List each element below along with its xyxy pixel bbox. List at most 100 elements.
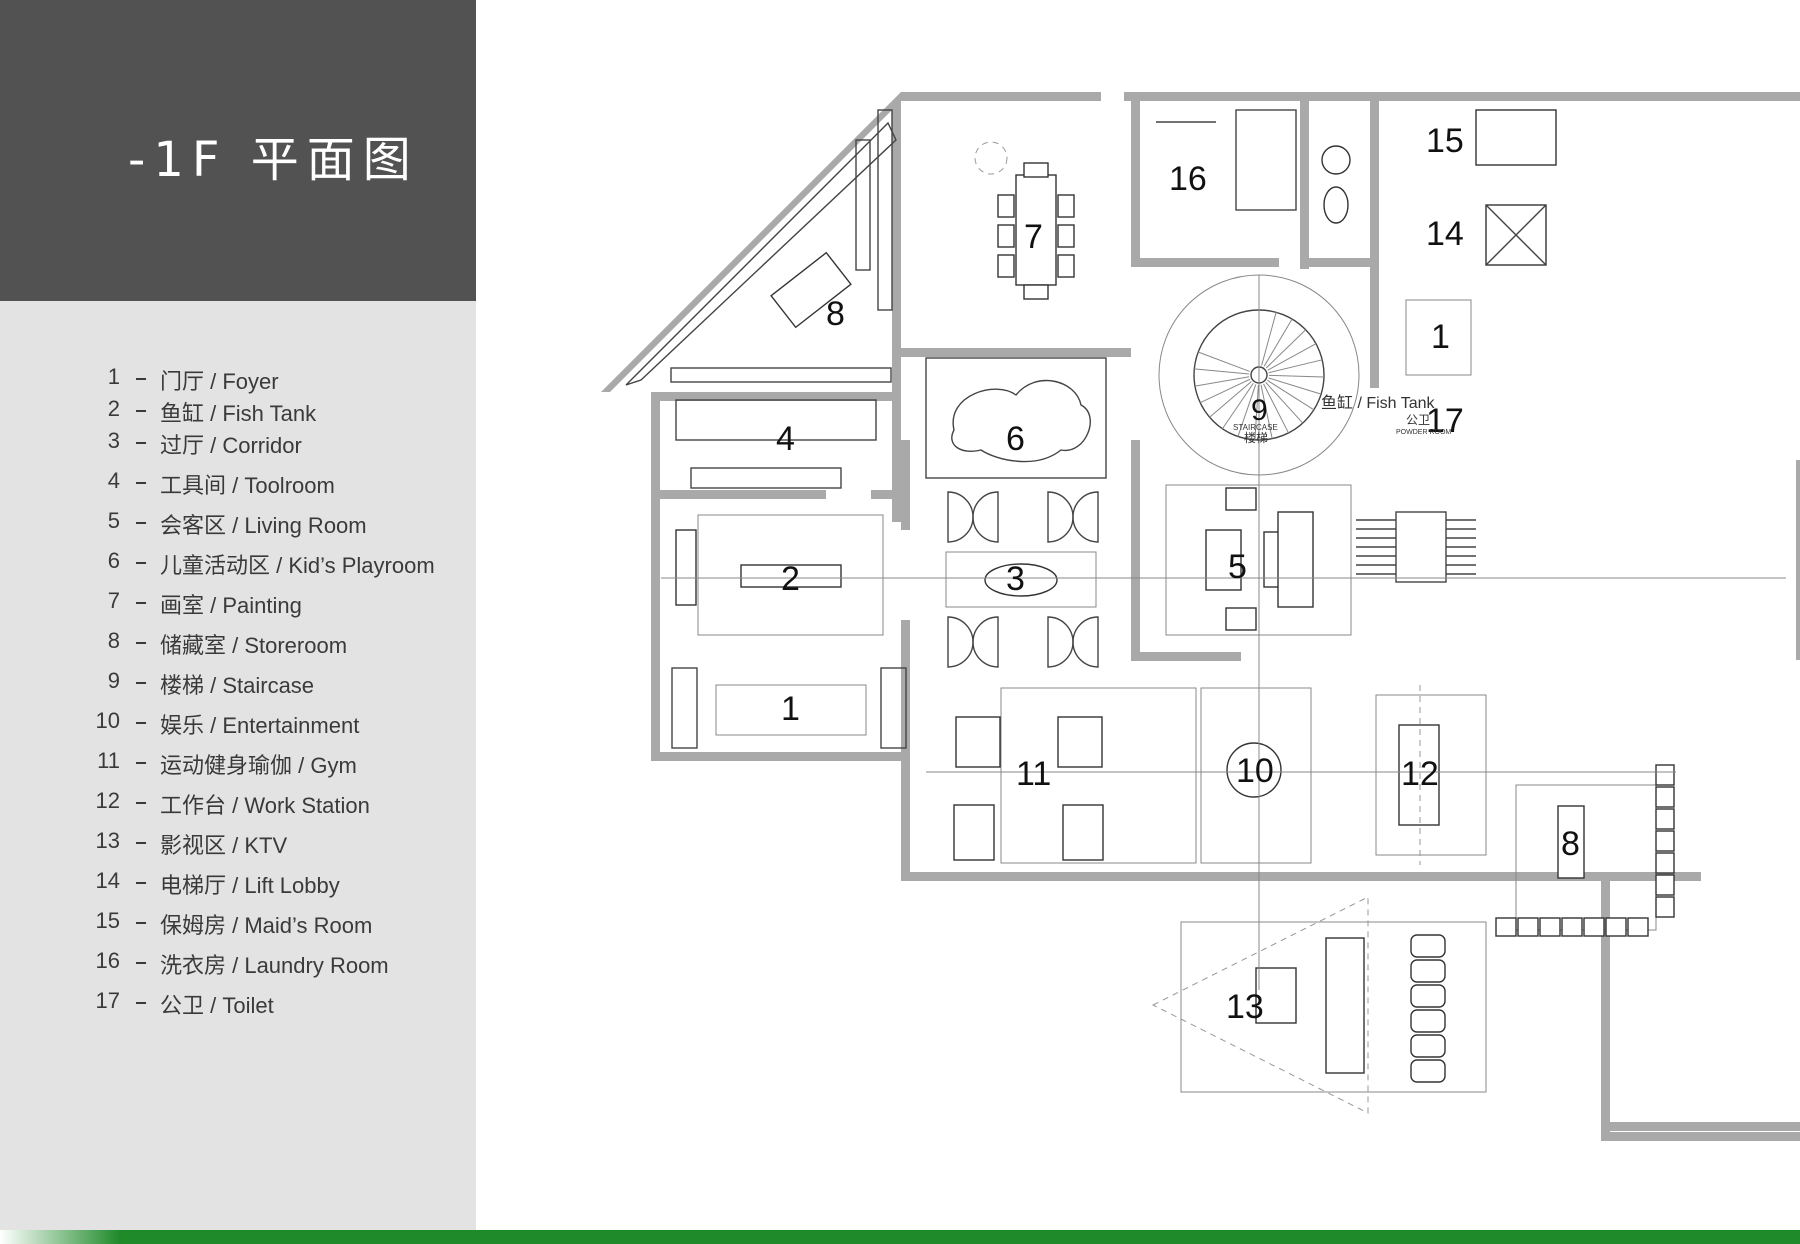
shelf-vertical-1: [855, 139, 871, 271]
ktv-seat: [1410, 959, 1446, 983]
legend-number: 11: [97, 748, 120, 773]
shelf-cell: [1627, 917, 1649, 937]
legend-text: 储藏室 / Storeroom: [160, 633, 348, 658]
gym-bench: [953, 804, 995, 861]
wall-top-left: [901, 92, 1101, 101]
room-number-ktv: 13: [1226, 988, 1264, 1026]
staircase-label-en: STAIRCASE: [1233, 423, 1278, 432]
wall-top: [1124, 92, 1800, 101]
shelf-cell: [1539, 917, 1561, 937]
legend-separator: [136, 562, 146, 564]
wall-corridor-right: [1131, 440, 1140, 660]
room-number-corridor: 3: [1006, 560, 1025, 598]
wall-tool-right: [892, 392, 901, 522]
store-table: [1557, 805, 1585, 879]
walls: [601, 92, 1800, 1141]
stair-tread: [1267, 343, 1317, 371]
page-title: -1F 平面图: [128, 132, 419, 188]
legend-item: 8 储藏室 / Storeroom: [0, 628, 476, 658]
projection-cone: [1151, 896, 1369, 1114]
accent-bar: [0, 1230, 1800, 1244]
ktv-seat: [1410, 1059, 1446, 1083]
chair: [1057, 254, 1075, 278]
legend-number: 17: [95, 988, 120, 1013]
wall-painting-left: [892, 101, 901, 401]
gym-bench: [1062, 804, 1104, 861]
room-number-workstation: 12: [1401, 755, 1439, 793]
legend-separator: [136, 842, 146, 844]
maid-bed: [1475, 109, 1557, 166]
foyer-rug: [715, 684, 867, 736]
furniture: [625, 109, 1786, 1114]
legend-separator: [136, 642, 146, 644]
shelf-diagonal: [625, 121, 897, 386]
wall-corridor-left-lower: [901, 620, 910, 680]
stair-tread: [1194, 376, 1250, 387]
wall-foyer-top: [651, 490, 826, 499]
chair: [1023, 162, 1049, 178]
chair: [997, 224, 1015, 248]
toilet-label-en: POWDER ROOM: [1396, 429, 1451, 436]
laundry-counter: [1235, 109, 1297, 211]
room-number-painting: 7: [1024, 218, 1043, 256]
legend-number: 16: [95, 948, 120, 973]
shelf-bottom: [670, 367, 892, 383]
storage-box: [770, 251, 852, 329]
stair-tread: [1209, 381, 1252, 418]
shelf-cell: [1655, 896, 1675, 918]
legend-text: 影视区 / KTV: [160, 833, 288, 858]
legend-number: 15: [95, 908, 120, 933]
room-number-staircase: 9: [1251, 394, 1268, 427]
legend-text: 工作台 / Work Station: [160, 793, 370, 818]
wall-laundry-right: [1300, 101, 1309, 269]
chair: [1057, 224, 1075, 248]
ktv-seats: [1410, 934, 1446, 1083]
floor-plan: .wall { fill: #a9a9a9; } .ln { fill: non…: [476, 0, 1800, 1230]
wall-maid-left: [1370, 101, 1379, 269]
room-number-foyer: 1: [781, 690, 800, 728]
legend-separator: [136, 410, 146, 412]
legend-text: 楼梯 / Staircase: [160, 673, 315, 698]
wall-ktv-bottom: [1601, 1122, 1800, 1131]
room-number-toilet: 17: [1426, 402, 1464, 440]
round-stool: [974, 141, 1008, 175]
legend-text: 保姆房 / Maid’s Room: [160, 913, 373, 938]
fish-tank-ellipse: [984, 563, 1058, 597]
title-block: -1F 平面图: [0, 0, 476, 301]
shelf-cell: [1605, 917, 1627, 937]
door-swings-upper: [947, 491, 1099, 543]
door-swings-lower: [947, 616, 1099, 668]
shelf-vertical-2: [877, 109, 893, 311]
fishtank-annotation: 鱼缸 / Fish Tank: [1321, 393, 1436, 412]
room-number-storeroom: 8: [826, 295, 845, 333]
legend-number: 4: [107, 468, 120, 493]
stair-tread: [1265, 329, 1307, 369]
floor-plan-drawing: .wall { fill: #a9a9a9; } .ln { fill: non…: [601, 92, 1800, 1141]
legend-number: 14: [95, 868, 120, 893]
legend-text: 工具间 / Toolroom: [160, 473, 335, 498]
legend-number: 2: [107, 396, 120, 421]
stair-tread: [1198, 351, 1250, 372]
sofa-left: [675, 529, 697, 606]
shelf-cell: [1655, 786, 1675, 808]
legend-separator: [136, 762, 146, 764]
toilet-label-cn: 公卫: [1406, 413, 1430, 427]
stair-tread: [1260, 384, 1273, 439]
wall-living-bottom: [1131, 652, 1241, 661]
legend-number: 8: [107, 628, 120, 653]
room-number-living: 5: [1228, 548, 1247, 586]
play-mat: [925, 357, 1107, 479]
room-number-foyer-side: 1: [1431, 318, 1450, 356]
ktv-seat: [1410, 934, 1446, 958]
legend-text: 鱼缸 / Fish Tank: [160, 401, 317, 426]
foyer-cabinet-right: [880, 667, 907, 749]
stair-tread: [1263, 318, 1293, 367]
legend-separator: [136, 922, 146, 924]
